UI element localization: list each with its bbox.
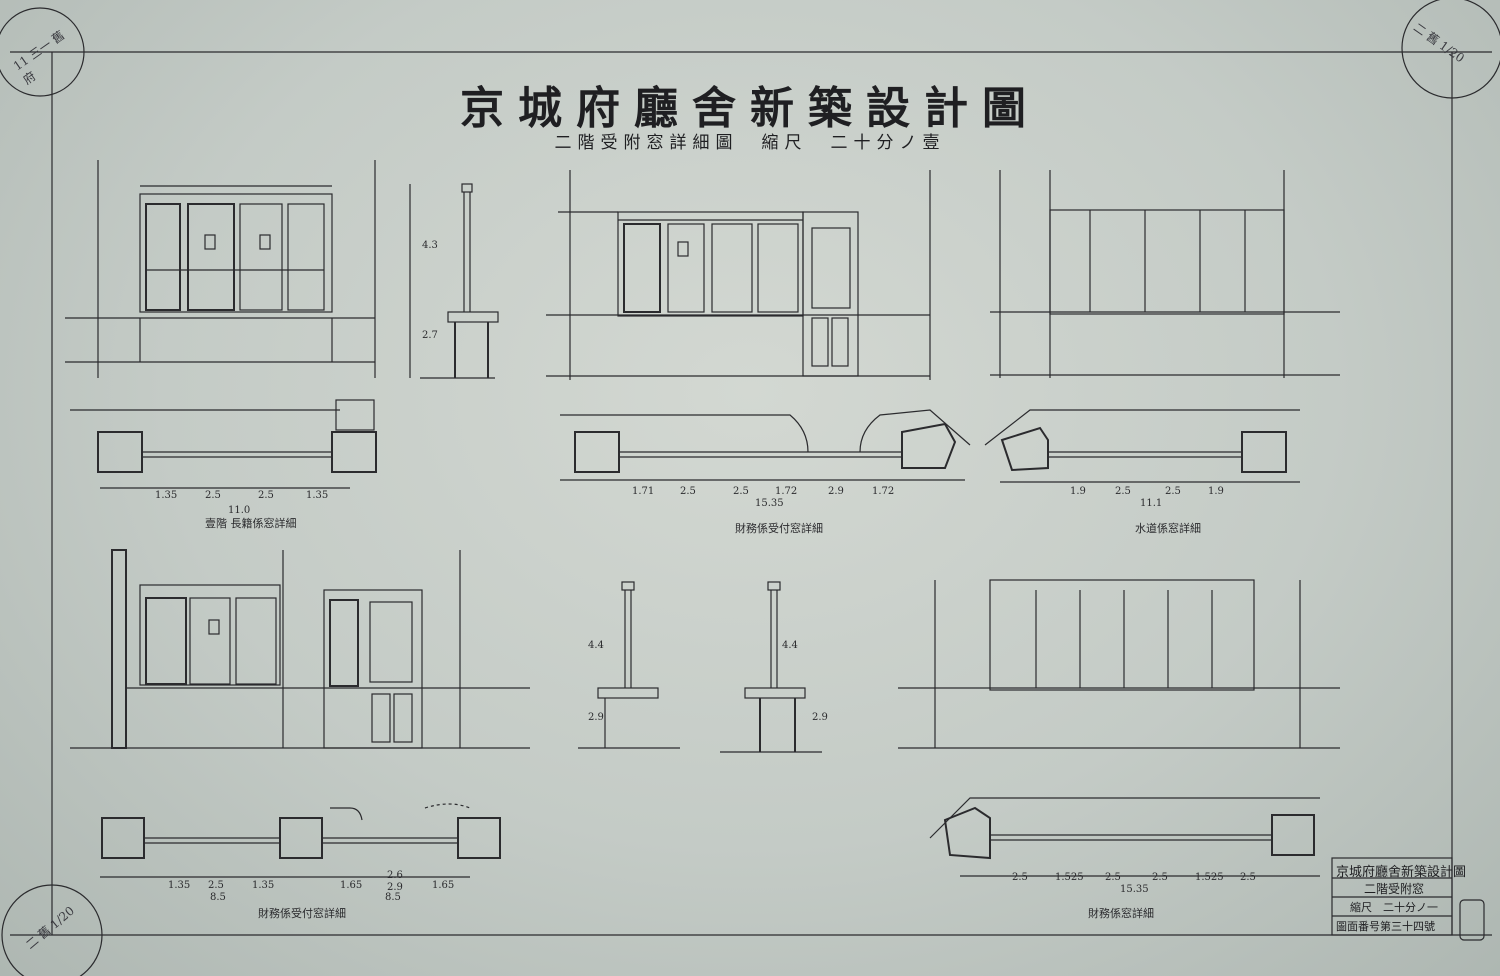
dim: 2.5 (258, 490, 274, 501)
dim: 1.35 (306, 490, 329, 501)
dim: 2.5 (733, 486, 749, 497)
dim: 2.9 (387, 882, 403, 893)
caption-lower-right: 財務係窓詳細 (1088, 907, 1154, 920)
dim: 2.5 (205, 490, 221, 501)
dim: 4.4 (782, 640, 798, 651)
dim: 2.5 (1240, 872, 1256, 883)
dim: 8.5 (385, 892, 401, 903)
section-upper-left (409, 183, 499, 379)
caption-upper-right: 水道係窓詳細 (1135, 522, 1201, 535)
dim: 15.35 (755, 498, 784, 509)
dim: 4.3 (422, 240, 438, 251)
dim: 1.525 (1195, 872, 1224, 883)
elevation-upper-right (990, 170, 1340, 378)
elevation-lower-right (898, 579, 1340, 749)
drawing-subtitle: 二階受附窓詳細圖 縮尺 二十分ノ壹 (554, 133, 946, 153)
dim: 2.9 (828, 486, 844, 497)
dim: 2.5 (680, 486, 696, 497)
elevation-upper-middle (546, 170, 931, 380)
dim: 1.35 (168, 880, 191, 891)
caption-lower-left: 財務係受付窓詳細 (258, 907, 346, 920)
plan-upper-middle (560, 409, 971, 481)
dim: 2.5 (1012, 872, 1028, 883)
stamp-circle-top-right (1401, 0, 1500, 99)
section-lower-middle (578, 581, 822, 753)
dim: 8.5 (210, 892, 226, 903)
drawing-title: 京城府廳舍新築設計圖 (460, 83, 1040, 134)
elevation-lower-left (70, 549, 530, 749)
seal-bottom-right (1459, 899, 1485, 941)
dim: 2.5 (1105, 872, 1121, 883)
dim: 15.35 (1120, 884, 1149, 895)
stamp-circle-top-left (0, 7, 85, 97)
dim: 1.72 (775, 486, 798, 497)
title-block-line4: 圖面番号第三十四號 (1336, 920, 1435, 933)
dim: 4.4 (588, 640, 604, 651)
dim: 1.35 (155, 490, 178, 501)
dim: 1.9 (1070, 486, 1086, 497)
title-block-frame (1331, 857, 1453, 936)
dim: 1.65 (432, 880, 455, 891)
title-block-line2: 二階受附窓 (1364, 882, 1425, 896)
stamp-circle-bottom-left (1, 884, 103, 976)
plan-upper-right (984, 409, 1300, 483)
dim: 1.65 (340, 880, 363, 891)
elevation-upper-left (65, 160, 376, 378)
dim: 2.5 (1165, 486, 1181, 497)
dim: 2.7 (422, 330, 438, 341)
plan-lower-right (929, 797, 1320, 877)
dim: 2.9 (588, 712, 604, 723)
plan-upper-left (70, 399, 377, 489)
dim: 1.9 (1208, 486, 1224, 497)
caption-upper-middle: 財務係受付窓詳細 (735, 522, 823, 535)
dim: 1.35 (252, 880, 275, 891)
dim: 1.71 (632, 486, 655, 497)
title-block-line1: 京城府廳舍新築設計圖 (1336, 865, 1467, 880)
plan-lower-left (100, 803, 501, 878)
dim: 11.0 (228, 505, 251, 516)
title-block-line3: 縮尺 二十分ノ一 (1350, 901, 1438, 914)
dim: 2.5 (208, 880, 224, 891)
dim: 2.5 (1115, 486, 1131, 497)
dim: 2.9 (812, 712, 828, 723)
dim: 2.5 (1152, 872, 1168, 883)
dim: 11.1 (1140, 498, 1163, 509)
dim: 1.72 (872, 486, 895, 497)
dim: 1.525 (1055, 872, 1084, 883)
caption-upper-left: 壹階 長籍係窓詳細 (205, 517, 297, 530)
dim: 2.6 (387, 870, 403, 881)
